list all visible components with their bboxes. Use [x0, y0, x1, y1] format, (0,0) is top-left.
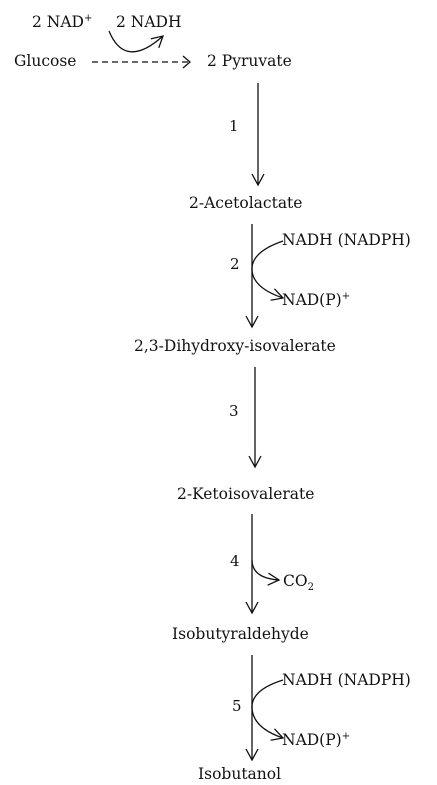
isobutyraldehyde-label: Isobutyraldehyde — [172, 625, 309, 643]
step-3-number: 3 — [229, 402, 239, 420]
glucose-label: Glucose — [14, 52, 76, 70]
step-4-co2-curve — [251, 559, 281, 586]
nad-to-nadh-arrow — [108, 30, 165, 53]
step-2-cofactor-out: NAD(P)+ — [282, 291, 350, 309]
step-2-number: 2 — [230, 255, 240, 273]
step-2-cofactor-in: NADH (NADPH) — [282, 231, 411, 249]
co2-subscript: 2 — [308, 582, 314, 593]
step-1-number: 1 — [229, 117, 239, 135]
ketoisovalerate-label: 2-Ketoisovalerate — [177, 485, 314, 503]
nadh-label: 2 NADH — [116, 13, 182, 31]
acetolactate-label: 2-Acetolactate — [189, 194, 302, 212]
dihydroxy-isovalerate-label: 2,3-Dihydroxy-isovalerate — [134, 337, 336, 355]
isobutanol-label: Isobutanol — [198, 765, 281, 783]
step-4-number: 4 — [230, 552, 240, 570]
nad-plus-label: 2 NAD+ — [32, 13, 92, 31]
co2-label: CO2 — [283, 572, 314, 593]
step-5-cofactor-in: NADH (NADPH) — [282, 671, 411, 689]
step-2-cofactor-out-charge: + — [342, 291, 350, 302]
step-5-cofactor-out-charge: + — [342, 731, 350, 742]
step-5-number: 5 — [232, 697, 242, 715]
step-5-cofactor-out: NAD(P)+ — [282, 731, 350, 749]
pyruvate-label: 2 Pyruvate — [207, 52, 292, 70]
step-5-cofactor-curve — [251, 679, 285, 741]
step-2-cofactor-curve — [251, 240, 285, 301]
nad-plus-charge: + — [84, 13, 92, 24]
glucose-to-pyruvate-arrowhead — [182, 55, 191, 69]
